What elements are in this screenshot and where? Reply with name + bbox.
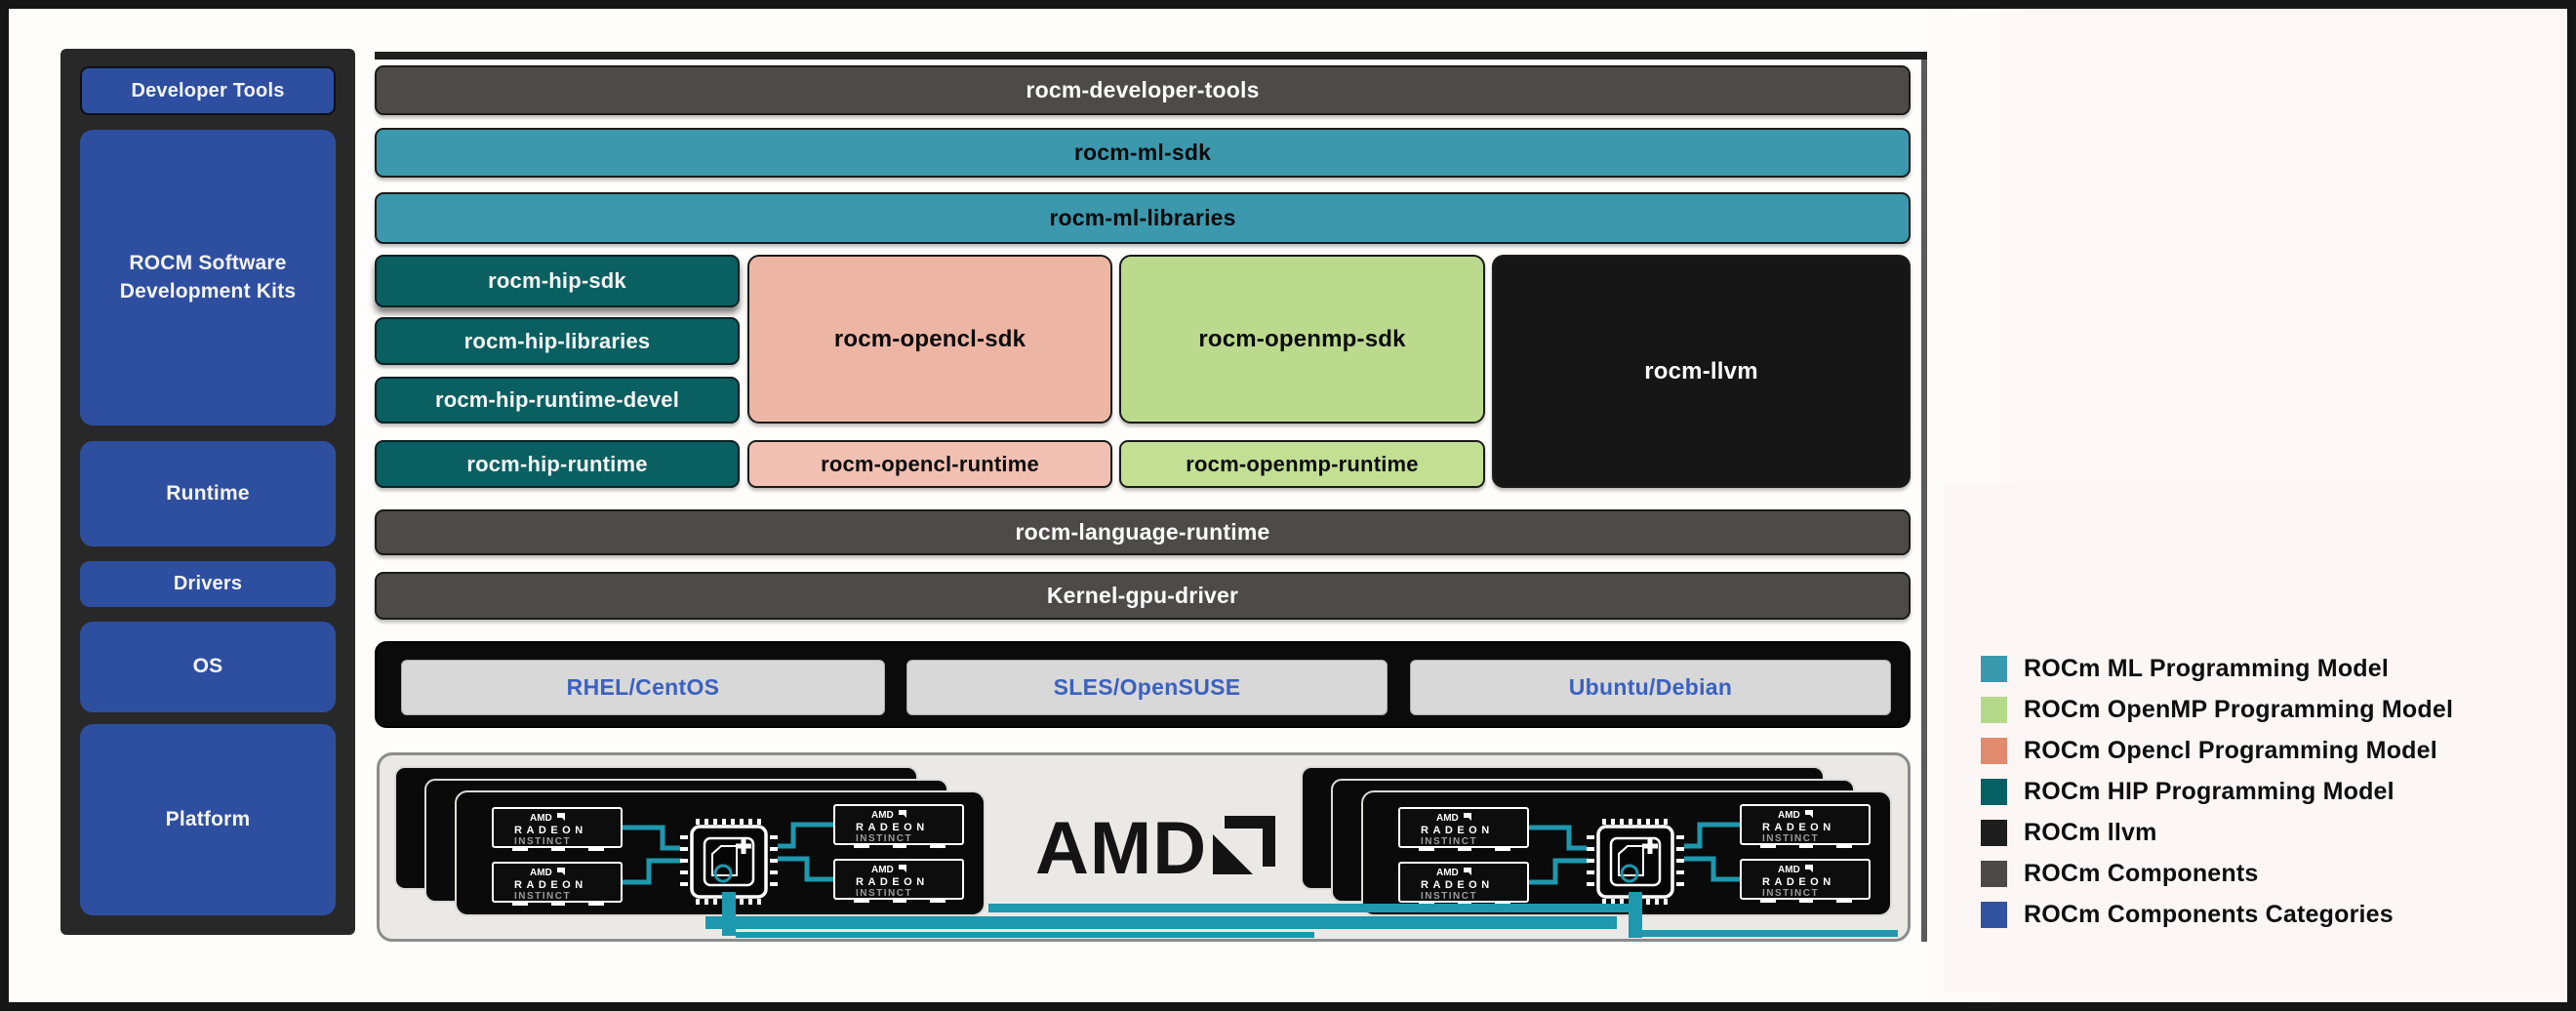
block-rocm-hip-runtime-devel: rocm-hip-runtime-devel xyxy=(375,377,740,424)
legend-item-components: ROCm Components xyxy=(1981,860,2453,887)
legend-item-hip: ROCm HIP Programming Model xyxy=(1981,778,2453,805)
block-rocm-openmp-runtime: rocm-openmp-runtime xyxy=(1119,440,1485,488)
gpu-cluster-left xyxy=(395,767,985,915)
legend-label: ROCm Components xyxy=(2024,860,2259,887)
legend-item-categories: ROCm Components Categories xyxy=(1981,901,2453,928)
legend-label: ROCm OpenMP Programming Model xyxy=(2024,696,2454,723)
legend-item-openmp: ROCm OpenMP Programming Model xyxy=(1981,696,2454,723)
sidebar-item-drivers: Drivers xyxy=(80,561,336,607)
block-rocm-opencl-runtime: rocm-opencl-runtime xyxy=(747,440,1112,488)
diagram-top-border xyxy=(375,52,1927,60)
block-rocm-openmp-sdk: rocm-openmp-sdk xyxy=(1119,255,1485,424)
legend-label: ROCm Components Categories xyxy=(2024,901,2394,928)
amd-arrow-icon xyxy=(1213,816,1275,874)
block-kernel-gpu-driver: Kernel-gpu-driver xyxy=(375,572,1911,620)
sidebar-item-runtime: Runtime xyxy=(80,441,336,546)
legend-item-llvm: ROCm llvm xyxy=(1981,819,2453,846)
sidebar-item-developer-tools: Developer Tools xyxy=(80,66,336,115)
block-rocm-hip-sdk: rocm-hip-sdk xyxy=(375,255,740,307)
legend-item-ml: ROCm ML Programming Model xyxy=(1981,655,2453,682)
category-sidebar: Developer Tools ROCM Software Developmen… xyxy=(60,49,355,935)
legend-swatch-ml xyxy=(1981,656,2007,682)
gpu-cluster-right xyxy=(1302,767,1891,915)
hardware-platform-panel: AMD RADEON INSTINCT xyxy=(377,752,1911,942)
legend-background xyxy=(1944,483,2567,991)
block-rocm-developer-tools: rocm-developer-tools xyxy=(375,65,1911,115)
block-rocm-ml-sdk: rocm-ml-sdk xyxy=(375,128,1911,178)
amd-logo: AMD xyxy=(1035,807,1275,890)
legend-item-opencl: ROCm Opencl Programming Model xyxy=(1981,737,2453,764)
os-support-bar: RHEL/CentOS SLES/OpenSUSE Ubuntu/Debian xyxy=(375,641,1911,728)
legend: ROCm ML Programming Model ROCm OpenMP Pr… xyxy=(1981,655,2454,928)
block-rocm-language-runtime: rocm-language-runtime xyxy=(375,509,1911,555)
legend-swatch-llvm xyxy=(1981,820,2007,846)
node-bus-lines xyxy=(705,892,1898,938)
os-option-sles-opensuse: SLES/OpenSUSE xyxy=(906,660,1388,715)
legend-swatch-openmp xyxy=(1981,697,2007,723)
block-rocm-ml-libraries: rocm-ml-libraries xyxy=(375,192,1911,244)
legend-swatch-categories xyxy=(1981,902,2007,928)
legend-label: ROCm Opencl Programming Model xyxy=(2024,737,2437,764)
legend-swatch-components xyxy=(1981,861,2007,887)
legend-swatch-hip xyxy=(1981,779,2007,805)
sidebar-item-sdks: ROCM Software Development Kits xyxy=(80,130,336,425)
os-option-rhel-centos: RHEL/CentOS xyxy=(401,660,885,715)
legend-label: ROCm ML Programming Model xyxy=(2024,655,2390,682)
legend-swatch-opencl xyxy=(1981,738,2007,764)
sidebar-item-platform: Platform xyxy=(80,724,336,915)
block-rocm-hip-runtime: rocm-hip-runtime xyxy=(375,440,740,488)
diagram-right-border xyxy=(1921,60,1927,942)
legend-label: ROCm HIP Programming Model xyxy=(2024,778,2395,805)
os-option-ubuntu-debian: Ubuntu/Debian xyxy=(1410,660,1891,715)
hardware-illustration: AMD RADEON INSTINCT xyxy=(380,755,1898,938)
block-rocm-opencl-sdk: rocm-opencl-sdk xyxy=(747,255,1112,424)
amd-logo-text: AMD xyxy=(1035,807,1207,890)
block-rocm-llvm: rocm-llvm xyxy=(1492,255,1911,488)
sidebar-item-os: OS xyxy=(80,622,336,712)
block-rocm-hip-libraries: rocm-hip-libraries xyxy=(375,317,740,365)
legend-label: ROCm llvm xyxy=(2024,819,2157,846)
